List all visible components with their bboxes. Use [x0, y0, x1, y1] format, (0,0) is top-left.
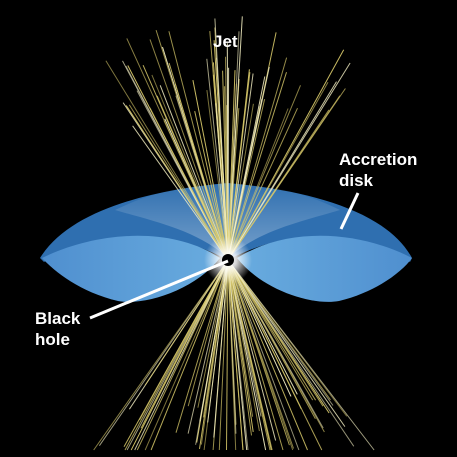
jet-ray: [93, 259, 229, 451]
jet-ray: [127, 65, 229, 261]
jet-ray: [207, 259, 229, 423]
accretion-disk-label-line-1: Accretion: [339, 150, 418, 169]
black-hole-label: Black hole: [35, 308, 80, 350]
jet-ray: [227, 259, 375, 451]
jet-ray: [227, 259, 277, 441]
jet-ray: [206, 58, 229, 261]
jet-ray: [168, 62, 229, 261]
black-hole-leader-line: [89, 259, 229, 320]
jet-ray: [142, 65, 229, 261]
jet-ray: [227, 259, 244, 451]
jet-ray: [187, 259, 229, 407]
jet-ray: [134, 259, 229, 451]
black-hole-label-line-1: Black: [35, 309, 81, 328]
jet-ray: [215, 103, 229, 261]
jet-ray: [144, 259, 229, 451]
jet-ray: [227, 103, 254, 261]
jet-ray: [227, 73, 254, 261]
jet-ray: [199, 259, 229, 449]
jet-ray: [218, 259, 229, 451]
upper-jet-rays: [105, 16, 351, 261]
jet-ray: [227, 67, 230, 261]
jet-ray: [175, 259, 229, 433]
jet-ray: [227, 259, 324, 429]
jet-ray: [227, 259, 290, 446]
jet-ray: [227, 259, 292, 397]
accretion-disk-label-line-2: disk: [339, 171, 374, 190]
jet-ray: [227, 98, 263, 261]
jet-ray: [227, 259, 249, 451]
jet-ray: [168, 31, 229, 261]
jet-ray: [213, 259, 229, 438]
jet-ray: [125, 105, 229, 261]
jet-ray: [124, 259, 229, 451]
black-hole-label-line-2: hole: [35, 330, 70, 349]
jet-ray: [187, 259, 229, 434]
jet-ray: [227, 85, 301, 261]
jet-ray: [227, 259, 346, 427]
jet-ray: [227, 259, 254, 432]
jet-ray: [224, 86, 229, 261]
jet-ray: [227, 88, 346, 261]
jet-ray: [227, 72, 287, 261]
accretion-disk-label: Accretion disk: [339, 149, 417, 191]
lower-jet-rays: [93, 259, 375, 451]
jet-ray: [192, 80, 229, 261]
jet-ray: [144, 259, 229, 386]
jet-ray: [227, 259, 300, 451]
jet-ray: [194, 110, 229, 261]
jet-ray: [227, 259, 324, 407]
jet-ray: [227, 259, 308, 451]
jet-ray: [227, 259, 284, 451]
jet-ray: [151, 74, 229, 261]
jet-ray: [206, 90, 229, 261]
jet-ray: [227, 69, 250, 261]
jet-ray: [227, 57, 288, 261]
jet-ray: [197, 259, 229, 408]
jet-ray: [227, 259, 302, 410]
jet-ray: [227, 107, 298, 261]
jet-ray: [163, 120, 229, 261]
jet-ray: [226, 259, 229, 451]
jet-ray: [159, 85, 229, 261]
jet-ray: [150, 259, 229, 451]
jet-ray: [227, 259, 331, 401]
disk-face-right: [237, 235, 412, 302]
jet-ray: [227, 81, 337, 261]
jet-ray: [227, 259, 262, 417]
disk-face-left: [42, 235, 220, 302]
jet-ray: [227, 259, 237, 451]
jet-ray: [149, 39, 229, 261]
jet-ray: [199, 259, 229, 422]
jet-ray: [105, 60, 229, 261]
jet-ray: [227, 49, 345, 261]
accretion-disk-leader-line: [339, 192, 360, 230]
jet-label: Jet: [213, 32, 238, 51]
jet-ray: [227, 259, 273, 451]
jet-ray: [227, 83, 237, 261]
jet-ray: [227, 259, 317, 401]
jet-ray: [216, 57, 229, 261]
jet-ray: [227, 259, 355, 447]
jet-ray: [132, 125, 229, 261]
jet-ray: [227, 259, 260, 432]
